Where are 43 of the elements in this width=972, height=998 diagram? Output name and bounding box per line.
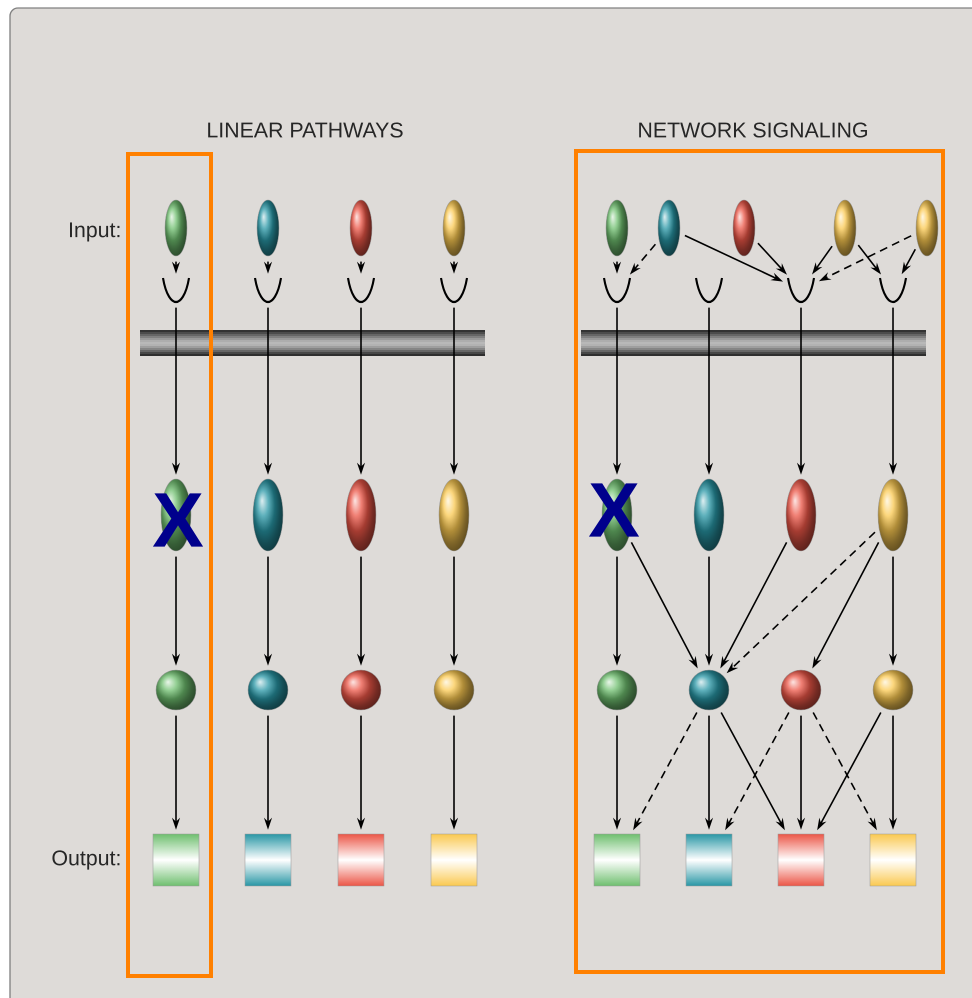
- ligand-ellipse: [878, 478, 908, 552]
- section-title: LINEAR PATHWAYS: [208, 122, 403, 138]
- receptor-cup: [694, 278, 724, 304]
- ligand-ellipse: [732, 200, 756, 256]
- ligand-ellipse: [442, 200, 466, 256]
- section-title: NETWORK SIGNALING: [639, 122, 867, 138]
- ligand-ellipse: [834, 200, 856, 256]
- protein-circle: [688, 670, 730, 710]
- output-box: [244, 834, 292, 886]
- protein-circle: [872, 670, 914, 710]
- ligand-ellipse: [438, 478, 470, 552]
- ligand-ellipse: [256, 200, 280, 256]
- ligand-ellipse: [694, 478, 724, 552]
- output-box: [686, 834, 732, 886]
- protein-circle: [248, 670, 288, 710]
- ligand-ellipse: [658, 200, 680, 256]
- output-box: [338, 834, 384, 886]
- ligand-ellipse: [252, 478, 284, 552]
- receptor-cup: [786, 278, 816, 304]
- ligand-ellipse: [350, 200, 372, 256]
- output-box: [594, 834, 640, 886]
- row-label: Output:: [52, 850, 120, 870]
- protein-circle: [780, 670, 822, 710]
- row-label: Input:: [70, 222, 120, 242]
- receptor-cup: [346, 278, 376, 304]
- output-box: [778, 834, 824, 886]
- ligand-ellipse: [346, 478, 376, 552]
- ligand-ellipse: [164, 200, 188, 256]
- protein-circle: [434, 670, 474, 710]
- receptor-cup: [254, 278, 282, 304]
- protein-circle: [340, 670, 382, 710]
- protein-circle: [156, 670, 196, 710]
- receptor-cup: [602, 278, 632, 304]
- receptor-cup: [878, 278, 908, 304]
- output-box: [430, 834, 478, 886]
- ligand-ellipse: [916, 200, 938, 256]
- output-box: [870, 834, 916, 886]
- ligand-ellipse: [606, 200, 628, 256]
- receptor-cup: [162, 278, 190, 304]
- receptor-cup: [440, 278, 468, 304]
- protein-circle: [596, 670, 638, 710]
- output-box: [152, 834, 200, 886]
- ligand-ellipse: [786, 478, 816, 552]
